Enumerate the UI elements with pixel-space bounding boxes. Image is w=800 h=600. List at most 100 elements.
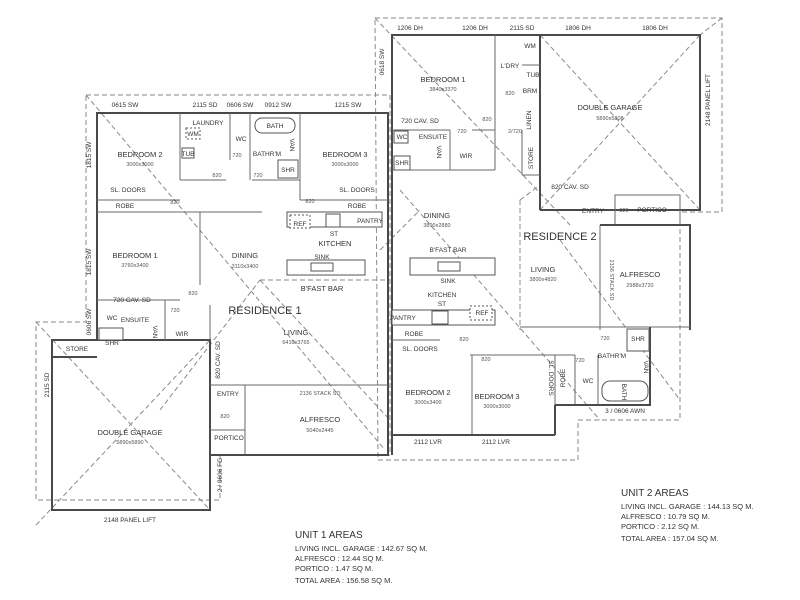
- unit-1-areas-total-label: TOTAL AREA : 156.58 SQ M.: [295, 576, 392, 585]
- residence-2-bedroom-1-size-label: 3840x3370: [429, 87, 456, 93]
- residence-2-door-2-720-label: 2/720: [508, 129, 522, 135]
- roof-outline: [35, 17, 723, 526]
- residence-2-living-size-label: 3800x4820: [529, 277, 556, 283]
- residence-1-win-0615-sw-label: 0615 SW: [112, 102, 140, 109]
- residence-2-sl-doors-b2-label: SL. DOORS: [402, 346, 438, 353]
- residence-1-store-label: STORE: [66, 346, 89, 353]
- residence-2-cav-sd-820-label: 820 CAV. SD: [551, 184, 589, 191]
- residence-2-bfast-bar-label: B'FAST BAR: [430, 247, 467, 254]
- residence-1-title-label: RESIDENCE 1: [228, 305, 301, 317]
- residence-2-van-label: VAN: [642, 361, 649, 374]
- residence-2-door-820-b2-label: 820: [459, 337, 468, 343]
- residence-1-laundry-label: LAUNDRY: [193, 120, 225, 127]
- residence-1-wc-label: WC: [236, 136, 247, 143]
- residence-1-bfast-bar-label: B'FAST BAR: [301, 284, 344, 293]
- unit-1-areas-title-label: UNIT 1 AREAS: [295, 530, 363, 541]
- residence-1-living-size-label: 6410x3765: [282, 340, 309, 346]
- residence-1-bedroom-2-size-label: 3000x3000: [126, 162, 153, 168]
- residence-2-alfresco-size-label: 2988x3720: [626, 283, 653, 289]
- residence-2-stack-sd-label: 2136 STACK SD: [608, 260, 614, 301]
- residence-2-door-820-b1-label: 820: [482, 117, 491, 123]
- residence-2-lvr-a-label: 2112 LVR: [414, 439, 442, 446]
- residence-1-sl-doors-b2-label: SL. DOORS: [110, 187, 146, 194]
- residence-1-door-720-bath-label: 720: [253, 173, 262, 179]
- residence-1-bedroom-1-label: BEDROOM 1: [112, 251, 157, 260]
- residence-1-sl-doors-b3-label: SL. DOORS: [339, 187, 375, 194]
- residence-1-shr-label: SHR: [281, 167, 295, 174]
- residence-2-tub-label: TUB: [527, 72, 540, 79]
- residence-2-door-820-b3-label: 820: [481, 357, 490, 363]
- unit-2-areas-living-label: LIVING INCL. GARAGE : 144.13 SQ M.: [621, 502, 754, 511]
- unit-1-areas-alfresco-label: ALFRESCO : 12.44 SQ M.: [295, 554, 384, 563]
- residence-1-door-820-b1-label: 820: [188, 291, 197, 297]
- residence-1-bedroom-2-label: BEDROOM 2: [117, 150, 162, 159]
- residence-2-title-label: RESIDENCE 2: [523, 231, 596, 243]
- residence-1-living-label: LIVING: [284, 328, 309, 337]
- residence-2-door-720-wc-label: 720: [575, 358, 584, 364]
- residence-2-pantry-label: PANTRY: [390, 315, 416, 322]
- residence-1-win-1815-sw-a-label: 1815 SW: [86, 141, 93, 169]
- residence-1-double-garage-size-label: 5890x5890: [116, 440, 143, 446]
- residence-2-door-820-ldry-label: 820: [505, 91, 514, 97]
- residence-1-ref-label: REF: [294, 221, 307, 228]
- residence-2-ens-van-label: VAN: [435, 146, 442, 159]
- residence-2-awn-label: 3 / 0606 AWN: [605, 408, 645, 415]
- residence-2-wc-label: WC: [583, 378, 594, 385]
- residence-1-ens-wc-label: WC: [107, 315, 118, 322]
- unit-1-areas-portico-label: PORTICO : 1.47 SQ M.: [295, 564, 373, 573]
- residence-2-dining-size-label: 3890x2880: [423, 223, 450, 229]
- residence-1-stack-sd-label: 2136 STACK SD: [300, 391, 341, 397]
- residence-2-kitchen-label: KITCHEN: [428, 292, 457, 299]
- residence-2-door-820-entry-label: 820: [619, 208, 628, 214]
- residence-2-bedroom-3-label: BEDROOM 3: [474, 392, 519, 401]
- residence-1-ens-van-label: VAN: [151, 326, 158, 339]
- residence-2-portico-label: PORTICO: [637, 207, 667, 214]
- residence-2-robe-b2-label: ROBE: [405, 331, 424, 338]
- residence-1-door-820-b3-label: 820: [305, 199, 314, 205]
- residence-1-portico-label: PORTICO: [214, 435, 244, 442]
- residence-1-van-label: VAN: [288, 139, 295, 152]
- residence-1-double-garage-label: DOUBLE GARAGE: [97, 428, 162, 437]
- residence-1-sink-label: SINK: [314, 254, 330, 261]
- residence-1-win-1215-sw-label: 1215 SW: [335, 102, 363, 109]
- residence-2-win-1206-dh-a-label: 1206 DH: [397, 25, 423, 32]
- residence-1-door-820-b2-label: 820: [170, 200, 179, 206]
- residence-2-wir-label: WIR: [460, 153, 473, 160]
- residence-1-win-0606-sw-label: 0606 SW: [227, 102, 255, 109]
- residence-2-brm-label: BRM: [523, 88, 537, 95]
- residence-2-bedroom-2-label: BEDROOM 2: [405, 388, 450, 397]
- residence-1-walls: [51, 112, 389, 511]
- residence-1-bedroom-3-label: BEDROOM 3: [322, 150, 367, 159]
- residence-2-double-garage-size-label: 5890x5808: [596, 116, 623, 122]
- residence-1-fg-label: 2 / 0606 FG: [217, 458, 224, 492]
- residence-1-entry-label: ENTRY: [217, 391, 240, 398]
- residence-1-door-720-wc-label: 720: [232, 153, 241, 159]
- residence-2-double-garage-label: DOUBLE GARAGE: [577, 103, 642, 112]
- residence-1-st-label: ST: [330, 231, 338, 238]
- residence-1-win-1815-sw-b-label: 1815 SW: [86, 248, 93, 276]
- residence-2-alfresco-label: ALFRESCO: [620, 270, 661, 279]
- unit-1-areas-living-label: LIVING INCL. GARAGE : 142.67 SQ M.: [295, 544, 428, 553]
- residence-2-linen-label: LINEN: [526, 110, 533, 129]
- residence-2-sink-label: SINK: [440, 278, 456, 285]
- residence-1-cav-sd-720-label: 720 CAV. SD: [113, 297, 151, 304]
- residence-2-win-0618-sw-label: 0618 SW: [379, 48, 386, 76]
- residence-1-bedroom-3-size-label: 3000x3000: [331, 162, 358, 168]
- residence-2-bedroom-2-size-label: 3000x3400: [414, 400, 441, 406]
- residence-2-ensuite-label: ENSUITE: [419, 134, 448, 141]
- residence-1-cav-sd-820-label: 820 CAV. SD: [215, 341, 222, 379]
- residence-1-alfresco-size-label: 5040x2445: [306, 428, 333, 434]
- residence-2-living-label: LIVING: [531, 265, 556, 274]
- residence-2-bath-label: BATH: [620, 384, 627, 401]
- residence-1-bathrm-label: BATHR'M: [253, 151, 281, 158]
- residence-2-bedroom-3-size-label: 3000x3000: [483, 404, 510, 410]
- residence-2-bedroom-1-label: BEDROOM 1: [420, 75, 465, 84]
- residence-1-wm-label: WM: [187, 131, 199, 138]
- residence-1-win-0912-sw-label: 0912 SW: [265, 102, 293, 109]
- residence-2-shr-label: SHR: [631, 336, 645, 343]
- residence-1-dining-label: DINING: [232, 251, 258, 260]
- unit-2-areas-total-label: TOTAL AREA : 157.04 SQ M.: [621, 534, 718, 543]
- residence-2-door-720-bath-label: 720: [600, 336, 609, 342]
- residence-2-bathrm-label: BATHR'M: [598, 353, 626, 360]
